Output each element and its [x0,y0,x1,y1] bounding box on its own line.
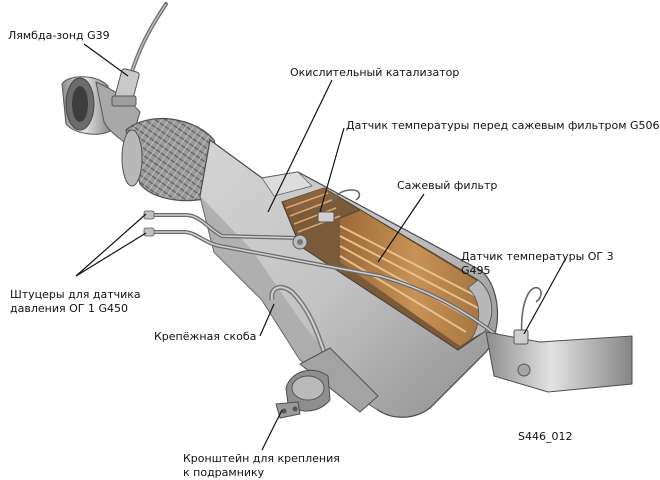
label-soot-filter: Сажевый фильтр [397,179,498,192]
leader-fitting-lower [75,232,147,277]
pressure-fitting-lower [143,227,155,237]
label-pressure-fittings-line1: Штуцеры для датчика [10,288,141,301]
figure-code: S446_012 [518,430,573,443]
label-temp-sensor-og3-line2: G495 [461,264,491,277]
label-subframe-bracket: Кронштейн для крепления к подрамнику [183,452,340,480]
exhaust-diagram [61,2,633,451]
lambda-probe-cable [128,2,168,80]
leader-bracket [261,409,283,451]
temp-sensor-g506 [317,189,361,223]
label-subframe-bracket-line2: к подрамнику [183,466,265,479]
label-temp-sensor-og3: Датчик температуры ОГ 3 G495 [461,250,614,278]
leader-catalyst [267,79,333,213]
temp-sensor-g495 [513,286,542,345]
label-temp-sensor-g506: Датчик температуры перед сажевым фильтро… [346,119,660,132]
leader-soot-filter [377,193,425,263]
outlet-pipe [485,331,633,393]
lambda-probe [111,68,140,107]
label-subframe-bracket-line1: Кронштейн для крепления [183,452,340,465]
leader-lines [75,43,567,451]
label-oxidation-catalyst: Окислительный катализатор [290,66,460,79]
leader-clip [259,303,275,337]
label-temp-sensor-og3-line1: Датчик температуры ОГ 3 [461,250,614,263]
label-pressure-fittings-line2: давления ОГ 1 G450 [10,302,128,315]
pressure-pipes [143,210,532,362]
leader-lambda [83,43,129,77]
leader-g495 [523,257,567,335]
label-mounting-clip: Крепёжная скоба [154,330,257,343]
label-pressure-fittings: Штуцеры для датчика давления ОГ 1 G450 [10,288,141,316]
leader-fitting-upper [75,213,147,277]
label-lambda-probe: Лямбда-зонд G39 [8,29,110,42]
subframe-bracket [275,347,379,419]
leader-g506 [319,127,345,213]
